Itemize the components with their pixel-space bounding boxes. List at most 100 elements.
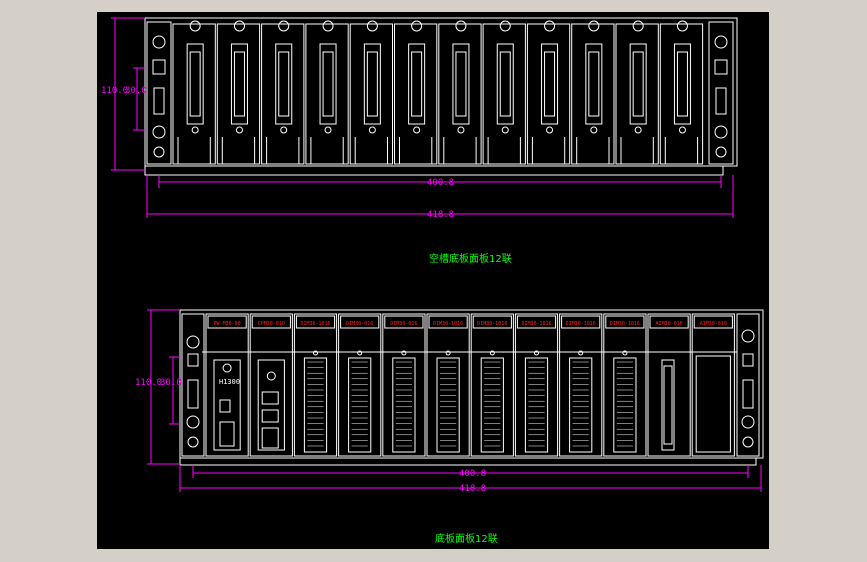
serial-port-icon — [219, 421, 235, 447]
module-label-plate — [472, 315, 512, 329]
slot-latch-icon — [676, 20, 688, 32]
slot-latch-icon — [455, 20, 467, 32]
empty-slot — [216, 20, 261, 165]
terminal-block — [392, 357, 416, 453]
module-model-label: DIM30-1016 — [566, 321, 596, 327]
slot-latch-icon — [632, 20, 644, 32]
slot-window — [496, 43, 514, 125]
io-module — [249, 313, 293, 457]
io-module — [647, 313, 691, 457]
left-end-cap — [181, 313, 205, 457]
screw-icon — [714, 125, 728, 139]
bottom-width-inner-label: 400.8 — [459, 469, 486, 479]
terminal-block — [524, 357, 549, 453]
module-model-label: AIM30-010 — [656, 321, 683, 327]
port-icon — [742, 379, 754, 409]
cad-drawing: 110.0 30.0 400.8 418.8 空槽底板面板12联 PW-M30-… — [101, 17, 764, 545]
slot-window — [408, 43, 426, 125]
screw-icon — [742, 436, 754, 448]
module-model-label: CPM30-010 — [258, 321, 285, 327]
module-model-label: DIM30-016 — [390, 321, 417, 327]
slot-hole-icon — [546, 126, 554, 134]
slot-latch-icon — [322, 20, 334, 32]
cpu-model-label: H1300 — [219, 378, 240, 386]
analog-connector — [661, 359, 675, 451]
io-module — [559, 313, 603, 457]
empty-slot — [526, 20, 571, 165]
slot-hole-icon — [501, 126, 509, 134]
port-icon — [715, 87, 727, 115]
terminal-block — [303, 357, 328, 453]
empty-slot — [615, 20, 659, 165]
module-model-label: DIM30-1016 — [433, 321, 463, 327]
module-led-icon — [445, 350, 451, 356]
empty-slot — [482, 20, 526, 165]
screw-icon — [153, 146, 165, 158]
io-module — [691, 313, 735, 457]
bottom-dimensions — [147, 309, 762, 492]
empty-slot — [394, 20, 438, 165]
backplane-rail — [144, 165, 724, 176]
module-label-plate — [207, 315, 247, 329]
slot-latch-icon — [544, 20, 556, 32]
module-label-plate — [251, 315, 291, 329]
empty-slot — [261, 20, 305, 165]
bottom-height-inner-label: 30.0 — [160, 378, 182, 388]
module-led-icon — [489, 350, 495, 356]
empty-slot — [349, 20, 393, 165]
right-end-cap — [708, 21, 734, 165]
slot-latch-icon — [588, 20, 600, 32]
slot-hole-icon — [678, 126, 686, 134]
slot-window — [275, 43, 293, 125]
slot-hole-icon — [590, 126, 598, 134]
io-module — [514, 313, 559, 457]
module-model-label: DIM30-1016 — [521, 321, 551, 327]
slot-hole-icon — [457, 126, 465, 134]
connector-icon — [266, 371, 276, 381]
port-icon — [187, 379, 199, 409]
io-module — [293, 313, 338, 457]
slot-hole-icon — [191, 126, 199, 134]
module-model-label: DIM30-1016 — [610, 321, 640, 327]
ethernet-port-icon — [261, 409, 279, 423]
port-icon — [261, 427, 279, 449]
top-width-inner-label: 400.8 — [427, 178, 454, 188]
empty-backplane-view — [144, 17, 738, 176]
slot-latch-icon — [366, 20, 378, 32]
module-label-plate — [649, 315, 689, 329]
bottom-width-outer-label: 418.8 — [459, 484, 486, 494]
io-module — [470, 313, 514, 457]
connector-icon — [152, 59, 166, 75]
slot-hole-icon — [634, 126, 642, 134]
screw-icon — [741, 415, 755, 429]
slot-latch-icon — [411, 20, 423, 32]
top-width-outer-label: 418.8 — [427, 210, 454, 220]
module-label-plate — [428, 315, 468, 329]
switch-icon — [219, 399, 231, 413]
bottom-view-caption: 底板面板12联 — [435, 532, 498, 545]
module-model-label: PW-M30-00 — [214, 321, 241, 327]
module-model-label: DIM30-016 — [346, 321, 373, 327]
io-module — [382, 313, 426, 457]
module-led-icon — [357, 350, 363, 356]
slot-window — [629, 43, 647, 125]
module-label-plate — [561, 315, 601, 329]
cpu-panel — [213, 359, 241, 451]
connector-icon — [742, 353, 754, 367]
module-led-icon — [534, 350, 539, 356]
module-label-plate — [384, 315, 424, 329]
connector-icon — [714, 59, 728, 75]
slot-window — [585, 43, 603, 125]
module-led-icon — [622, 350, 628, 356]
slot-latch-icon — [233, 20, 245, 32]
io-module — [338, 313, 382, 457]
module-label-plate — [516, 315, 557, 329]
empty-slot — [659, 20, 704, 165]
terminal-block — [348, 357, 372, 453]
comm-panel — [257, 359, 285, 451]
empty-slot — [571, 20, 615, 165]
top-height-outer-label: 110.0 — [101, 86, 128, 96]
module-led-icon — [401, 350, 407, 356]
slot-window — [319, 43, 337, 125]
port-icon — [153, 87, 165, 115]
